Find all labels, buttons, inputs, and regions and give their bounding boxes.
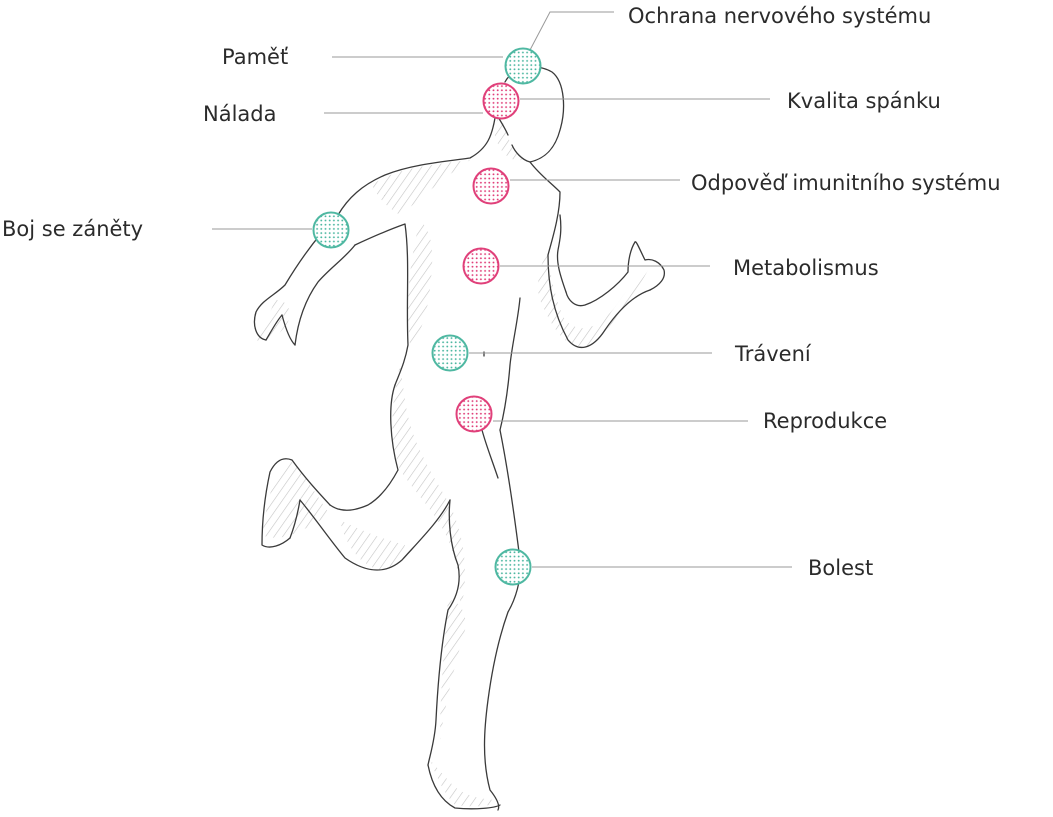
marker-dot-reproduction bbox=[455, 395, 493, 433]
marker-dots bbox=[312, 47, 542, 586]
label-kvalita-spanku: Kvalita spánku bbox=[787, 89, 941, 113]
figure-shading bbox=[256, 110, 648, 807]
label-odpoved-imunitniho-systemu: Odpověď imunitního systému bbox=[691, 171, 1001, 195]
label-nalada: Nálada bbox=[203, 102, 277, 126]
label-pamet: Paměť bbox=[222, 45, 289, 69]
label-metabolismus: Metabolismus bbox=[733, 256, 879, 280]
marker-dot-digestion bbox=[431, 334, 469, 372]
leader-lines bbox=[212, 11, 792, 568]
marker-dot-pain bbox=[494, 548, 532, 586]
figure-outline bbox=[253, 66, 666, 811]
label-ochrana-nervoveho-systemu: Ochrana nervového systému bbox=[628, 4, 932, 28]
marker-dot-sleep bbox=[482, 82, 520, 120]
label-reprodukce: Reprodukce bbox=[763, 409, 888, 433]
label-boj-se-zanety: Boj se záněty bbox=[2, 217, 144, 241]
label-bolest: Bolest bbox=[808, 556, 874, 580]
label-traveni: Trávení bbox=[735, 342, 811, 366]
marker-dot-inflammation bbox=[312, 211, 350, 249]
marker-dot-immune bbox=[472, 167, 510, 205]
leader-line-nervous bbox=[529, 11, 614, 51]
marker-dot-nervous bbox=[504, 47, 542, 85]
marker-dot-metabolism bbox=[462, 247, 500, 285]
